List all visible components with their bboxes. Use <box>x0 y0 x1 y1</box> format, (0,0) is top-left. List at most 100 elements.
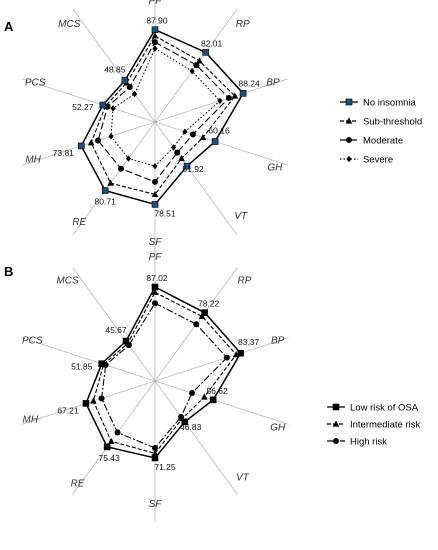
legend-label-low-risk-of-osa: Low risk of OSA <box>350 403 419 414</box>
axis-label-bp: BP <box>271 336 285 347</box>
axis-spoke-bp <box>154 337 289 382</box>
point-sub-threshold-mh <box>87 139 95 146</box>
value-label-re: 75.43 <box>98 453 120 463</box>
axis-label-rp: RP <box>236 19 250 30</box>
axis-label-pcs: PCS <box>22 336 43 347</box>
legend-marker-no-insomnia <box>345 98 353 106</box>
point-low-risk-of-osa-sf <box>151 454 159 462</box>
point-no-insomnia-gh <box>211 138 219 145</box>
point-no-insomnia-pf <box>151 26 159 34</box>
legend-label-no-insomnia: No insomnia <box>363 98 417 109</box>
axis-label-gh: GH <box>267 162 283 173</box>
axis-label-re: RE <box>72 217 86 228</box>
point-low-risk-of-osa-pcs <box>98 360 106 367</box>
value-label-pcs: 52.27 <box>72 102 94 112</box>
point-severe-mcs <box>132 90 138 98</box>
point-no-insomnia-rp <box>202 49 209 56</box>
axis-label-pf: PF <box>149 252 163 263</box>
point-low-risk-of-osa-vt <box>181 418 189 426</box>
axis-label-mh: MH <box>25 154 41 165</box>
axis-label-re: RE <box>71 478 85 489</box>
value-label-mh: 73.81 <box>53 148 75 158</box>
axis-spoke-gh <box>154 121 288 166</box>
axis-spoke-mcs <box>72 267 156 382</box>
axis-spoke-re <box>72 121 156 236</box>
point-low-risk-of-osa-mh <box>82 400 90 407</box>
point-high-risk-sf <box>152 444 158 451</box>
value-label-re: 80.71 <box>95 197 117 207</box>
axis-spoke-vt <box>154 121 238 236</box>
legend-marker-intermediate-risk <box>332 420 340 427</box>
value-label-vt: 51.92 <box>182 164 204 174</box>
axis-spoke-mcs <box>72 8 156 123</box>
legend-marker-severe <box>346 155 352 163</box>
point-moderate-re <box>118 165 125 172</box>
axis-spoke-vt <box>154 380 238 495</box>
point-high-risk-mh <box>98 395 105 402</box>
point-no-insomnia-re <box>101 187 109 194</box>
value-label-bp: 83.37 <box>238 337 260 347</box>
axis-spoke-re <box>72 380 156 495</box>
point-no-insomnia-sf <box>151 201 159 208</box>
axis-spoke-mh <box>22 121 156 166</box>
point-severe-pf <box>152 45 158 52</box>
point-sub-threshold-sf <box>151 190 159 198</box>
axis-label-mh: MH <box>23 414 39 425</box>
point-intermediate-risk-mh <box>90 397 97 404</box>
point-intermediate-risk-gh <box>201 393 208 400</box>
point-sub-threshold-bp <box>231 92 239 99</box>
point-high-risk-bp <box>223 354 230 361</box>
point-intermediate-risk-re <box>107 437 115 444</box>
axis-spoke-pcs <box>21 337 156 382</box>
point-moderate-gh <box>189 131 196 138</box>
point-sub-threshold-pf <box>151 32 159 39</box>
axis-label-rp: RP <box>238 276 252 287</box>
series-line-intermediate-risk <box>92 291 237 454</box>
point-moderate-bp <box>225 94 232 101</box>
axis-label-mcs: MCS <box>56 276 79 287</box>
legend-label-moderate: Moderate <box>363 136 403 147</box>
legend-marker-high-risk <box>333 438 339 444</box>
point-sub-threshold-re <box>107 179 114 186</box>
value-label-vt: 46.83 <box>180 422 202 432</box>
point-high-risk-gh <box>188 390 195 397</box>
panel-b-letter: B <box>4 264 13 279</box>
point-severe-vt <box>170 144 177 151</box>
value-label-rp: 82.01 <box>201 38 223 48</box>
point-moderate-sf <box>152 178 158 185</box>
point-sub-threshold-gh <box>199 133 207 141</box>
value-label-sf: 71.25 <box>154 462 176 472</box>
point-no-insomnia-bp <box>239 90 247 97</box>
axis-label-bp: BP <box>266 78 280 89</box>
point-no-insomnia-mcs <box>121 77 129 84</box>
point-high-risk-re <box>114 429 121 436</box>
value-label-gh: 60.16 <box>208 126 230 136</box>
point-intermediate-risk-sf <box>151 449 159 456</box>
axis-label-gh: GH <box>270 422 286 433</box>
axis-label-sf: SF <box>149 237 163 248</box>
series-line-moderate <box>97 41 230 183</box>
legend-label-sub-threshold: Sub-threshold <box>363 117 422 128</box>
value-label-bp: 88.24 <box>238 78 260 88</box>
axis-spoke-gh <box>154 380 289 425</box>
legend-label-severe: Severe <box>363 155 393 166</box>
value-label-mcs: 45.67 <box>105 325 127 335</box>
series-line-low-risk-of-osa <box>85 286 242 459</box>
point-no-insomnia-mh <box>77 142 85 150</box>
point-no-insomnia-vt <box>183 162 191 170</box>
point-sub-threshold-rp <box>196 57 203 64</box>
point-low-risk-of-osa-re <box>103 443 111 451</box>
point-severe-pcs <box>110 105 116 112</box>
point-moderate-vt <box>174 149 181 156</box>
point-low-risk-of-osa-pf <box>151 283 159 291</box>
point-severe-re <box>125 155 132 162</box>
axis-label-pf: PF <box>149 0 163 7</box>
axis-spoke-pcs <box>22 78 156 123</box>
value-label-rp: 78.22 <box>198 299 220 309</box>
value-label-mcs: 48.85 <box>104 65 126 75</box>
legend-label-high-risk: High risk <box>350 437 387 448</box>
